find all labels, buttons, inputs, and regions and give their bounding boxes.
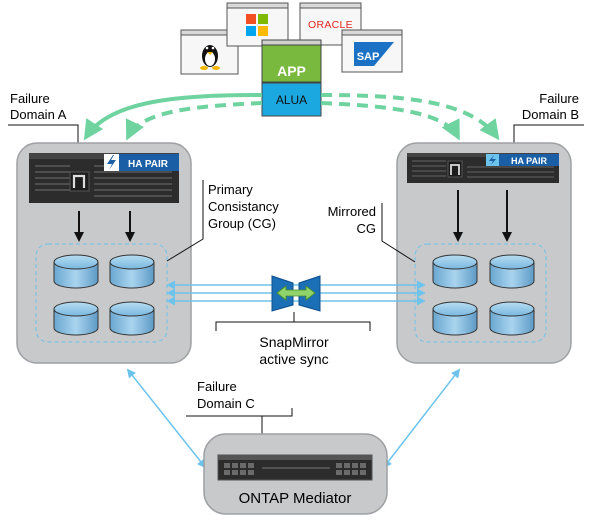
failure-domain-b-label: Failure Domain B — [513, 91, 584, 144]
app-label: APP — [277, 63, 306, 79]
svg-text:Domain B: Domain B — [522, 107, 579, 122]
ha-pair-a: HA PAIR — [29, 153, 179, 203]
sap-logo-icon: SAP — [354, 42, 394, 66]
alua-label: ALUA — [276, 93, 307, 107]
disk — [53, 301, 99, 336]
disk — [432, 301, 478, 336]
primary-cg-label: Primary Consistancy Group (CG) — [166, 180, 279, 262]
mediator-links — [126, 368, 461, 469]
svg-text:CG: CG — [357, 221, 377, 236]
disk — [432, 254, 478, 289]
lightning-icon — [107, 155, 116, 170]
linux-penguin-icon — [200, 45, 220, 70]
alua-path-optimized-b — [320, 101, 460, 141]
disk — [489, 254, 535, 289]
windows-window — [226, 2, 289, 47]
ha-pair-b: HA PAIR — [407, 153, 559, 183]
netapp-logo-icon — [450, 164, 460, 175]
svg-text:Consistancy: Consistancy — [208, 199, 279, 214]
alua-path-active-b — [320, 93, 500, 141]
svg-text:Domain C: Domain C — [197, 396, 255, 411]
snapmirror-icon — [271, 275, 321, 312]
failure-domain-a-label: Failure Domain A — [8, 91, 79, 144]
ha-pair-label: HA PAIR — [128, 159, 169, 170]
alua-path-optimized-a — [125, 101, 263, 141]
svg-text:SnapMirror: SnapMirror — [259, 334, 329, 350]
disk-group-b — [432, 254, 535, 336]
svg-text:Failure: Failure — [10, 91, 50, 106]
windows-logo-icon — [246, 14, 268, 36]
svg-text:Mirrored: Mirrored — [328, 204, 376, 219]
ha-pair-label: HA PAIR — [511, 156, 548, 166]
disk — [109, 254, 155, 289]
svg-text:Failure: Failure — [539, 91, 579, 106]
svg-text:active sync: active sync — [259, 351, 328, 367]
app-window: APP — [261, 39, 322, 83]
failure-domain-c-label: Failure Domain C — [186, 379, 293, 435]
disk — [489, 301, 535, 336]
sap-logo-text: SAP — [357, 51, 380, 63]
site-b: HA PAIR — [396, 142, 572, 364]
disk — [109, 301, 155, 336]
snapmirror-label: SnapMirror active sync — [215, 312, 371, 367]
svg-text:Failure: Failure — [197, 379, 237, 394]
mirrored-cg-label: Mirrored CG — [328, 203, 416, 263]
mediator-label: ONTAP Mediator — [239, 490, 352, 507]
oracle-logo: ORACLE — [308, 19, 353, 31]
alua-paths — [83, 93, 500, 141]
disk — [53, 254, 99, 289]
svg-text:Primary: Primary — [208, 182, 253, 197]
sap-window: SAP — [341, 29, 403, 73]
site-a: HA PAIR — [16, 142, 192, 364]
lightning-icon — [489, 155, 496, 165]
netapp-logo-icon — [72, 174, 86, 188]
disk-group-a — [53, 254, 155, 336]
mediator-server-icon — [217, 454, 373, 481]
ontap-mediator: ONTAP Mediator — [203, 433, 388, 515]
alua-box: ALUA — [261, 82, 322, 117]
svg-text:Domain A: Domain A — [10, 107, 67, 122]
svg-text:Group (CG): Group (CG) — [208, 216, 276, 231]
alua-path-active-a — [83, 93, 263, 141]
